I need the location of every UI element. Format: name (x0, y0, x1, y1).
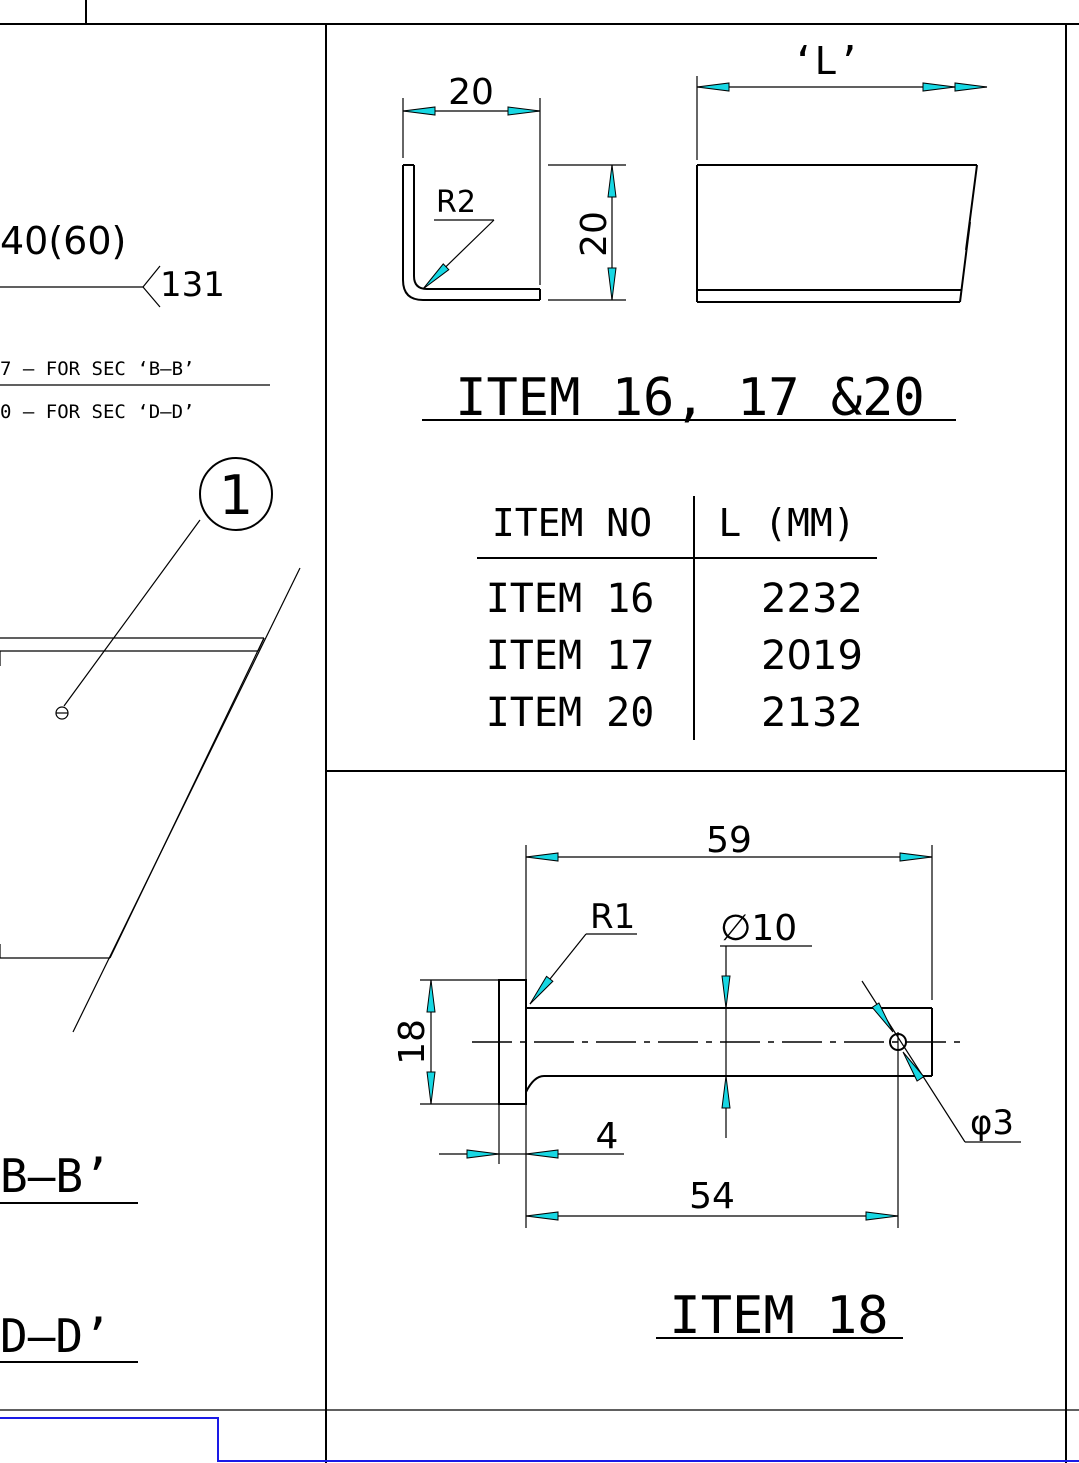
item-18-view: 59 R1 ∅10 18 4 (392, 820, 1021, 1346)
weld-ref: 131 (160, 265, 225, 305)
table-row: ITEM 17 (486, 633, 655, 679)
table-row: ITEM 20 (486, 690, 655, 736)
note-line-2: 0 – FOR SEC ‘D–D’ (0, 401, 194, 423)
item-16-17-20-view: 20 20 R2 ‘L’ ITEM 16, 17 &20 ITEM NO L (… (402, 39, 988, 740)
section-b-label: B–B’ (0, 1149, 111, 1203)
weld-label: 40(60) (0, 219, 126, 263)
pin-head-thk-dim: 4 (596, 1116, 619, 1157)
pin-radius: R1 (590, 897, 635, 937)
table-cell-length: 2232 (761, 576, 863, 622)
table-header-length: L (MM) (718, 501, 855, 545)
pin-shaft-dia: ∅10 (720, 908, 797, 949)
item-balloon (199, 457, 273, 531)
table-cell-length: 2132 (761, 690, 863, 736)
balloon-number: 1 (219, 464, 253, 527)
pin-hole-pos-dim: 54 (689, 1176, 735, 1217)
length-table: ITEM NO L (MM) ITEM 16 2232 ITEM 17 2019… (477, 496, 877, 740)
pin-head-dim: 18 (392, 1019, 433, 1065)
pin-overall-dim: 59 (706, 820, 752, 861)
table-row: ITEM 16 (486, 576, 655, 622)
angle-radius: R2 (436, 185, 476, 220)
angle-length-dim: ‘L’ (792, 39, 861, 83)
left-view: 40(60) 131 7 – FOR SEC ‘B–B’ 0 – FOR SEC… (0, 219, 1079, 1462)
item-16-17-20-title: ITEM 16, 17 &20 (455, 368, 925, 428)
section-d-label: D–D’ (0, 1309, 111, 1363)
angle-width-dim: 20 (448, 72, 494, 113)
note-line-1: 7 – FOR SEC ‘B–B’ (0, 358, 194, 380)
table-header-item-no: ITEM NO (492, 501, 652, 545)
table-cell-length: 2019 (761, 633, 863, 679)
item-18-title: ITEM 18 (669, 1286, 888, 1346)
pin-hole-dia: φ3 (970, 1103, 1014, 1143)
angle-height-dim: 20 (574, 211, 615, 257)
